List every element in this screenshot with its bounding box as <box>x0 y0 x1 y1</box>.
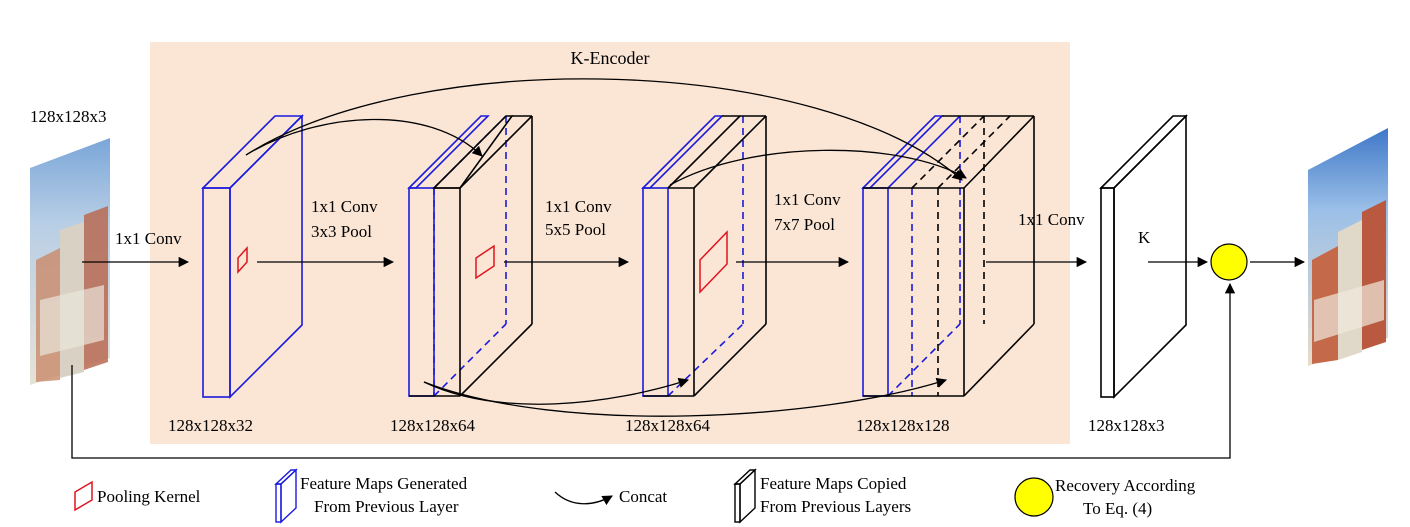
legend-concat-icon <box>554 491 613 506</box>
op-label-2b: 3x3 Pool <box>311 222 372 241</box>
output-image <box>1308 128 1388 366</box>
legend-recovery-icon <box>1014 477 1054 517</box>
size-label-3: 128x128x64 <box>625 416 711 435</box>
op-label-4a: 1x1 Conv <box>774 190 841 209</box>
size-label-2: 128x128x64 <box>390 416 476 435</box>
legend-generated-line2: From Previous Layer <box>314 497 459 516</box>
legend-generated-line1: Feature Maps Generated <box>300 474 468 493</box>
pooling-kernel-1 <box>237 246 248 274</box>
encoder-background <box>150 42 1070 444</box>
input-size-label: 128x128x3 <box>30 107 107 126</box>
k-output-block <box>1099 114 1188 399</box>
legend-pooling-kernel-label: Pooling Kernel <box>97 487 201 506</box>
legend-pooling-kernel-icon <box>74 480 93 512</box>
op-label-4b: 7x7 Pool <box>774 215 835 234</box>
op-label-1: 1x1 Conv <box>115 229 182 248</box>
concat-arrows <box>245 78 967 417</box>
pooling-kernel-3 <box>699 230 728 294</box>
input-image <box>30 138 110 385</box>
legend-copied-line1: Feature Maps Copied <box>760 474 907 493</box>
legend-recovery-line1: Recovery According <box>1055 476 1196 495</box>
op-label-2a: 1x1 Conv <box>311 197 378 216</box>
pooling-kernel-2 <box>475 244 495 280</box>
feature-block-2 <box>407 115 533 397</box>
legend-recovery-line2: To Eq. (4) <box>1083 499 1152 518</box>
legend: Pooling Kernel Feature Maps Generated Fr… <box>74 468 1196 524</box>
feature-block-1 <box>201 114 304 399</box>
k-label: K <box>1138 228 1151 247</box>
feature-block-4 <box>861 115 1035 397</box>
size-label-1: 128x128x32 <box>168 416 253 435</box>
op-label-3b: 5x5 Pool <box>545 220 606 239</box>
op-label-3a: 1x1 Conv <box>545 197 612 216</box>
encoder-title: K-Encoder <box>571 48 650 68</box>
legend-copied-maps-icon <box>733 468 757 524</box>
skip-connection <box>71 282 1236 459</box>
legend-generated-maps-icon <box>274 468 298 524</box>
recovery-node <box>1210 243 1248 281</box>
size-label-5: 128x128x3 <box>1088 416 1165 435</box>
legend-copied-line2: From Previous Layers <box>760 497 911 516</box>
op-label-5: 1x1 Conv <box>1018 210 1085 229</box>
legend-concat-label: Concat <box>619 487 667 506</box>
size-label-4: 128x128x128 <box>856 416 950 435</box>
